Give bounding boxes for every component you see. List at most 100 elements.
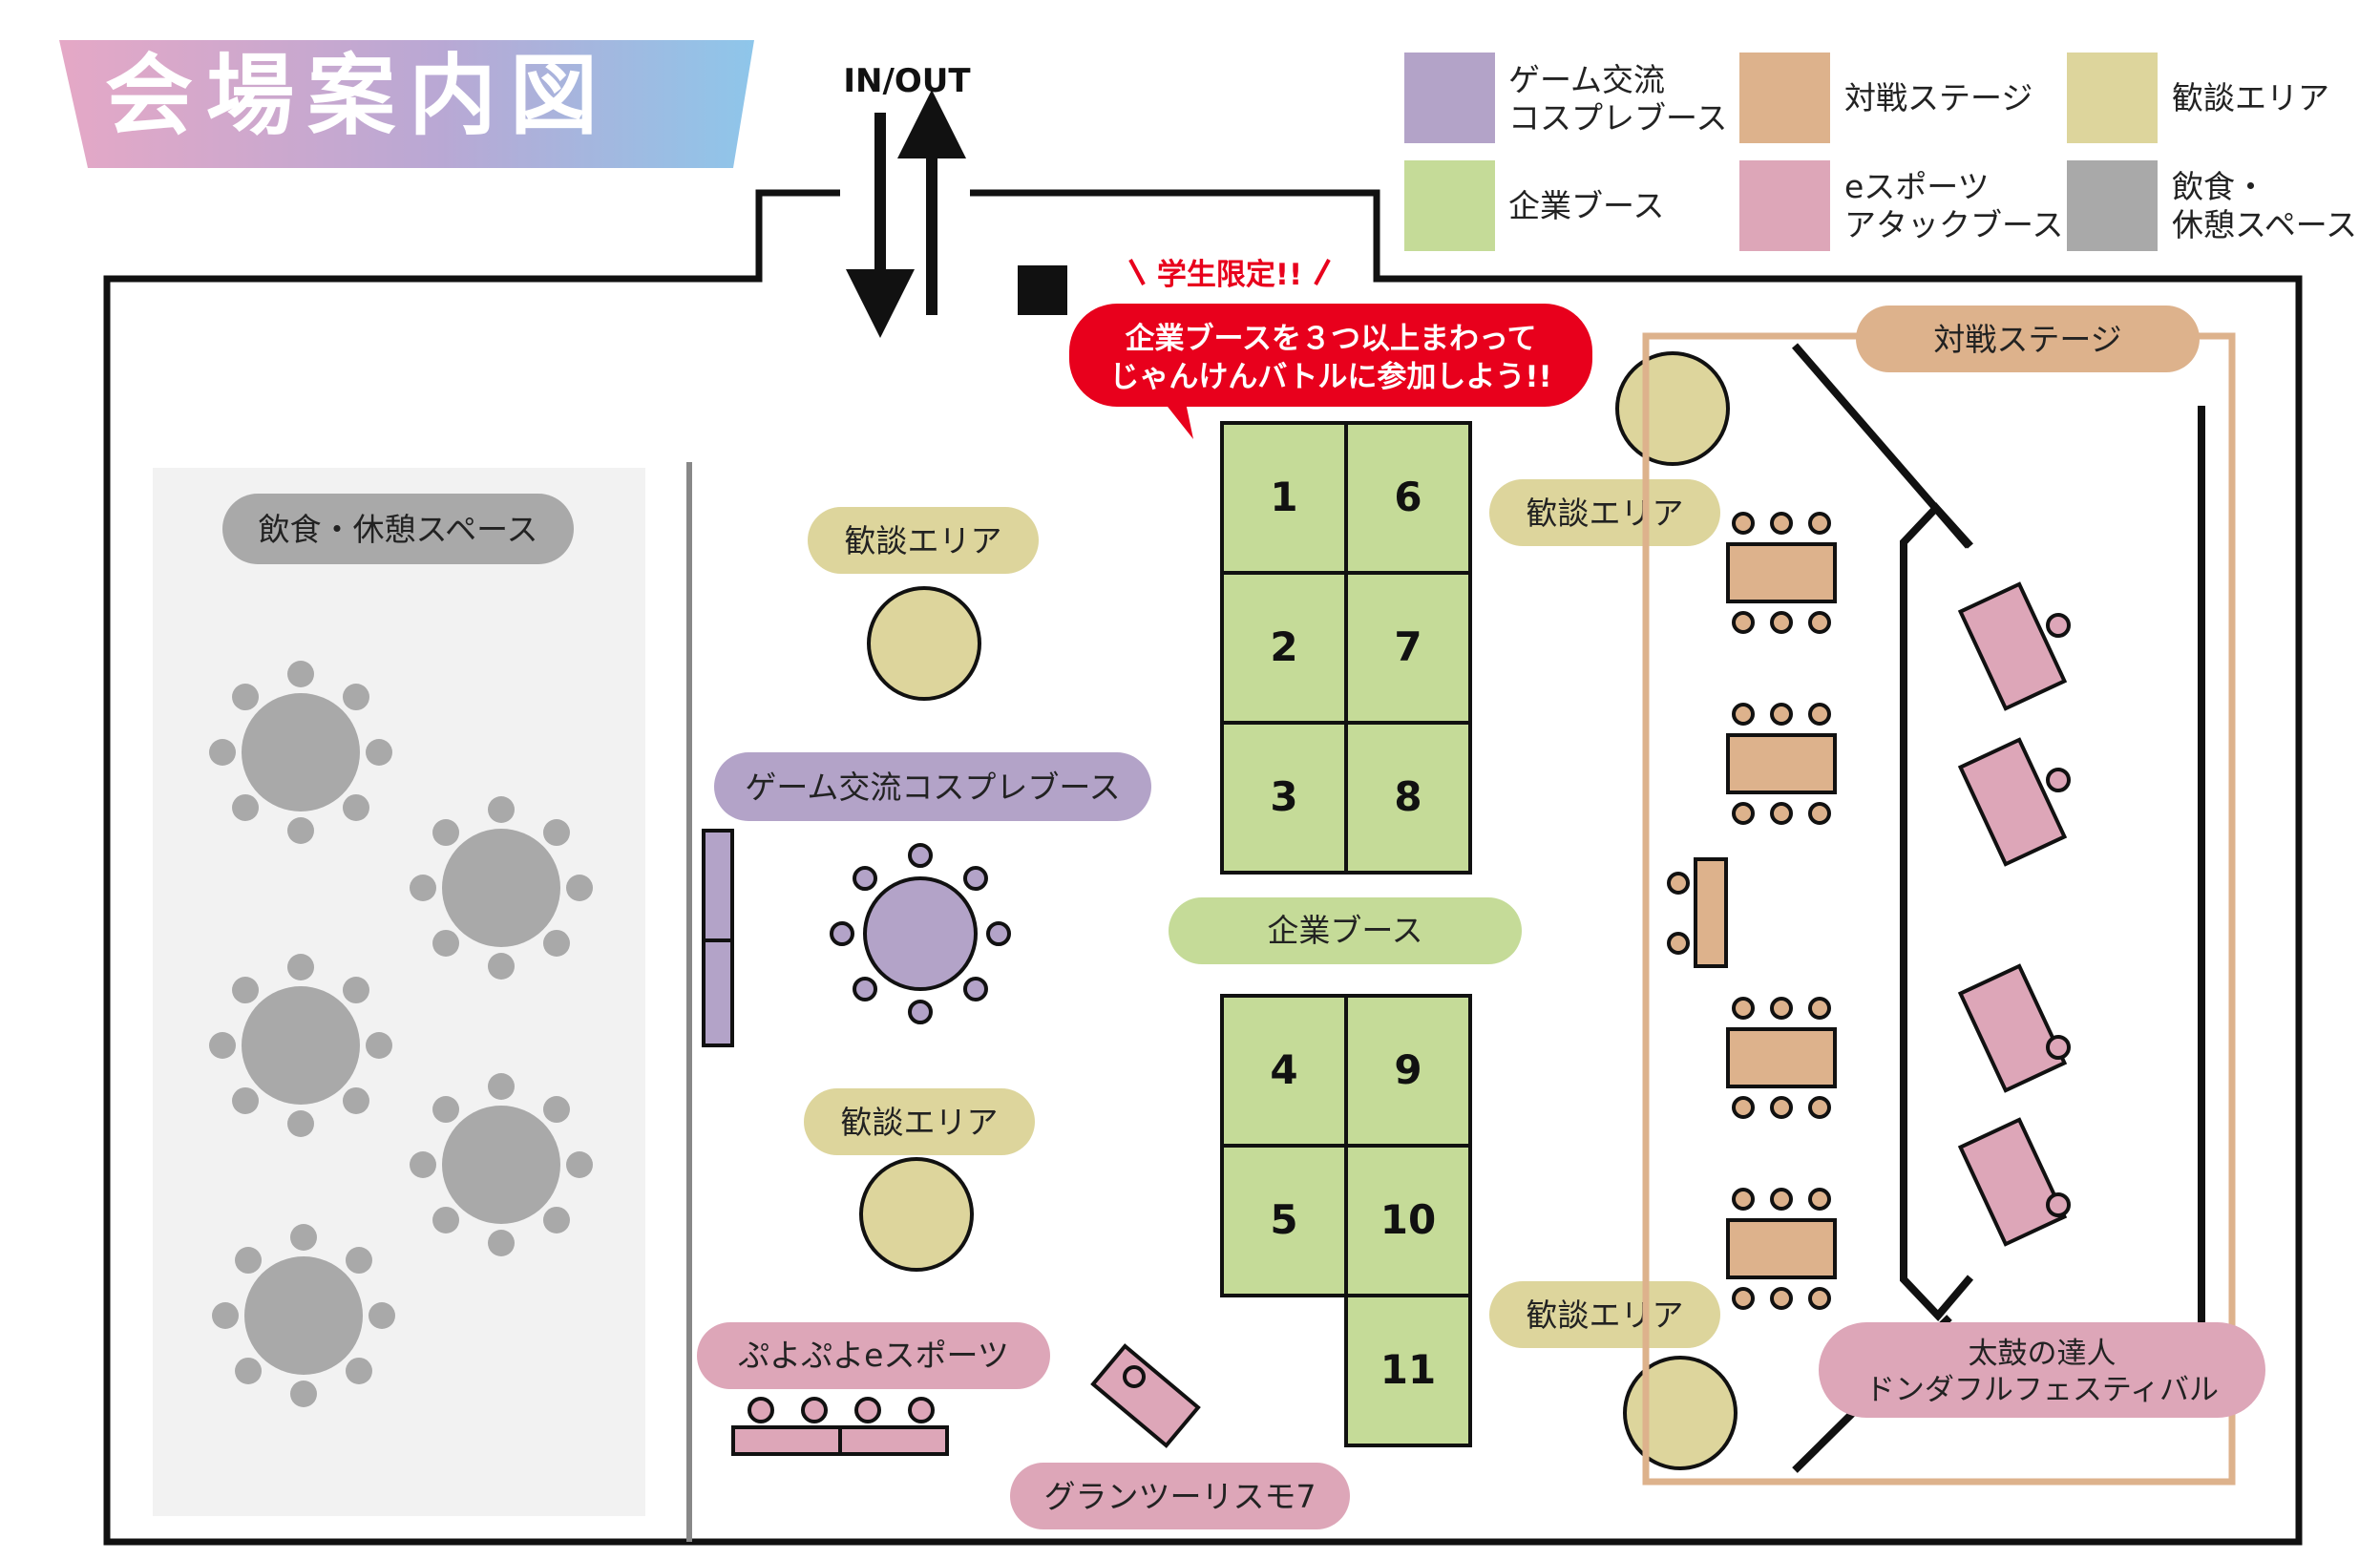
company-booth: 11 xyxy=(1344,1294,1472,1447)
legend-item-cosplay: ゲーム交流 コスプレブース xyxy=(1404,53,1727,143)
dining-chair xyxy=(566,1151,593,1178)
cosplay-counter xyxy=(702,829,734,942)
cosplay-counter xyxy=(702,938,734,1047)
cosplay-chair xyxy=(853,976,878,1001)
stage-stool xyxy=(1732,512,1755,535)
dining-chair xyxy=(366,1032,392,1059)
company-booth: 7 xyxy=(1344,571,1472,725)
svg-text:対戦ステージ: 対戦ステージ xyxy=(1844,79,2032,116)
stage-zone: 対戦ステージ 太鼓の達人 ドンダフルフェスティバル xyxy=(1642,306,2265,1486)
stage-stool xyxy=(1808,611,1831,634)
lounge-label: 歓談エリア xyxy=(845,522,1002,559)
callout-line-1: 企業ブースを３つ以上まわって xyxy=(1126,322,1537,356)
taiko-label-line-2: ドンダフルフェスティバル xyxy=(1865,1373,2219,1407)
dining-table xyxy=(410,796,593,980)
company-booth-number: 5 xyxy=(1270,1196,1297,1243)
dining-chair xyxy=(542,1096,570,1124)
company-booth-cell xyxy=(1344,721,1472,875)
dining-chair xyxy=(232,793,260,821)
cosplay-table xyxy=(830,843,1011,1024)
dining-chair xyxy=(232,977,260,1004)
gran-turismo-counter xyxy=(1090,1343,1201,1448)
cosplay-chair xyxy=(908,843,933,868)
dining-chair xyxy=(342,977,369,1004)
company-booth-cell xyxy=(1344,1294,1472,1447)
cosplay-booth: ゲーム交流コスプレブース xyxy=(702,752,1151,1047)
cosplay-tabletop xyxy=(863,876,978,991)
stage-stool xyxy=(1808,997,1831,1020)
company-booth-number: 4 xyxy=(1270,1046,1297,1093)
dining-chair xyxy=(566,875,593,901)
esports-desk xyxy=(1957,963,2068,1093)
puyo-label-pill xyxy=(697,1322,1050,1389)
stage-stool xyxy=(1667,872,1690,895)
callout-bubble xyxy=(1069,304,1592,407)
legend-item-company: 企業ブース xyxy=(1404,160,1664,251)
entrance-label: IN/OUT xyxy=(843,62,971,100)
stage-stool xyxy=(1770,1096,1793,1119)
cosplay-chair xyxy=(962,976,988,1001)
dining-chair xyxy=(209,739,236,766)
stage-tabletop xyxy=(1726,1218,1837,1279)
stage-stool xyxy=(1732,802,1755,825)
stage-stool xyxy=(1808,512,1831,535)
lounge-left-bottom: 歓談エリア xyxy=(804,1088,1035,1272)
stage-tabletop xyxy=(1726,1027,1837,1088)
lounge-table xyxy=(867,586,981,701)
dining-label-pill xyxy=(222,494,574,564)
stage-stool xyxy=(1808,1096,1831,1119)
dining-chair xyxy=(488,953,515,980)
dining-chair xyxy=(232,1086,260,1114)
company-booth: 1 xyxy=(1220,421,1348,575)
company-booth-number: 10 xyxy=(1380,1196,1436,1243)
stage-stool xyxy=(1732,1096,1755,1119)
puyo-counter xyxy=(838,1425,949,1456)
company-booth-cell xyxy=(1344,1144,1472,1297)
esports-seat xyxy=(2046,613,2071,638)
esports-desk xyxy=(1957,737,2068,867)
esports-desk xyxy=(1957,581,2068,711)
stage-tables xyxy=(1667,512,1837,1310)
svg-text:eスポーツ: eスポーツ xyxy=(1844,168,1990,205)
dining-table xyxy=(410,1073,593,1256)
esports-station xyxy=(1957,737,2071,867)
stage-stool xyxy=(1770,703,1793,726)
lounge-label-pill xyxy=(808,507,1039,574)
dining-chair xyxy=(212,1302,239,1329)
svg-text:歓談エリア: 歓談エリア xyxy=(2172,79,2329,116)
company-booth-number: 11 xyxy=(1380,1346,1436,1393)
dining-chair xyxy=(287,817,314,844)
company-booth-number: 8 xyxy=(1394,773,1422,820)
dining-chair xyxy=(432,1096,460,1124)
stage-stool xyxy=(1667,932,1690,955)
dining-chair xyxy=(366,739,392,766)
esports-stations xyxy=(1957,581,2071,1247)
lounge-label-pill xyxy=(1489,1281,1720,1348)
stage-stool xyxy=(1732,611,1755,634)
stage-stool xyxy=(1770,997,1793,1020)
dining-chair xyxy=(290,1381,317,1407)
cosplay-chair xyxy=(986,921,1011,946)
esports-station xyxy=(1957,1117,2071,1247)
legend-item-dining: 飲食・ 休憩スペース xyxy=(2067,160,2357,251)
stage-table xyxy=(1726,512,1837,634)
company-booth: 2 xyxy=(1220,571,1348,725)
company-label-text: 企業ブース xyxy=(1267,912,1422,949)
svg-text:飲食・: 飲食・ xyxy=(2172,168,2266,205)
svg-text:アタックブース: アタックブース xyxy=(1844,206,2063,243)
company-booth-cell xyxy=(1220,421,1348,575)
title-banner: 会場案内図 xyxy=(59,40,754,168)
dining-chair xyxy=(410,1151,436,1178)
esports-station xyxy=(1957,581,2071,711)
puyo-label: ぷよぷよeスポーツ xyxy=(738,1337,1009,1374)
puyo-seats xyxy=(748,1397,935,1423)
stage-tabletop xyxy=(1726,733,1837,794)
venue-walls xyxy=(103,189,2303,1546)
esports-station xyxy=(1957,963,2071,1093)
gran-turismo-label: グランツーリスモ7 xyxy=(1044,1478,1316,1515)
lounge-left-top: 歓談エリア xyxy=(808,507,1039,701)
company-booth: 8 xyxy=(1344,721,1472,875)
dining-chair xyxy=(488,796,515,823)
stage-label-pill xyxy=(1856,306,2200,372)
